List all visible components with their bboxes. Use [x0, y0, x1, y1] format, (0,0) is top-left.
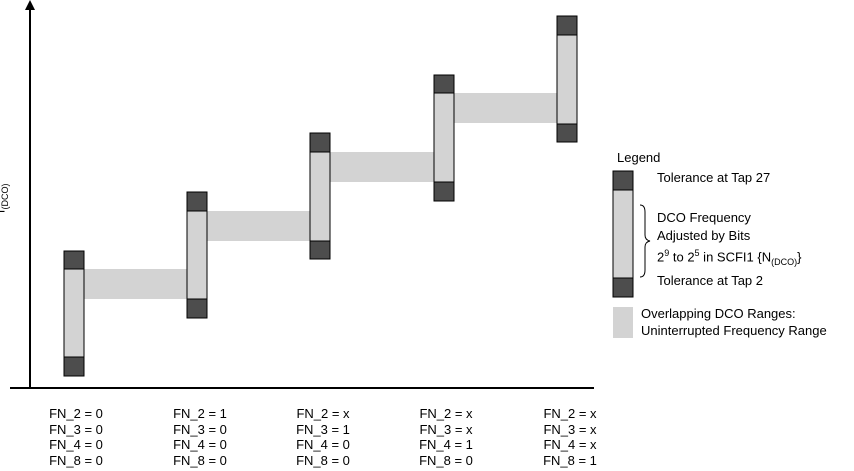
tap27-tolerance	[433, 74, 455, 94]
setting-line: FN_2 = 1	[173, 406, 227, 421]
legend-title: Legend	[617, 150, 661, 165]
axes	[10, 0, 594, 389]
dco-frequency-range	[63, 268, 85, 358]
setting-line: FN_2 = x	[543, 406, 597, 421]
legend-dco-swatch	[612, 189, 634, 279]
dco-close: }	[797, 249, 802, 265]
setting-line: FN_8 = 0	[49, 452, 103, 468]
dco-sub: (DCO)	[771, 256, 798, 267]
setting-line: FN_8 = 0	[173, 452, 227, 468]
y-axis-label-main: f	[0, 209, 8, 213]
setting-line: FN_4 = 0	[49, 437, 103, 452]
legend-dco-line1: DCO Frequency	[657, 210, 751, 225]
overlap-bands	[84, 93, 558, 299]
legend-tap27-swatch	[612, 170, 634, 191]
tap2-tolerance	[556, 123, 578, 143]
step-settings-2: FN_2 = 1 FN_3 = 0 FN_4 = 0 FN_8 = 0	[155, 406, 245, 468]
legend-overlap-swatch	[613, 307, 633, 338]
overlap-band-3	[330, 152, 434, 182]
dco-bar-3	[309, 132, 331, 260]
setting-line: FN_2 = x	[419, 406, 473, 421]
setting-line: FN_3 = 0	[49, 421, 103, 437]
step-settings-3: FN_2 = x FN_3 = 1 FN_4 = 0 FN_8 = 0	[278, 406, 368, 468]
legend-tap2-label: Tolerance at Tap 2	[657, 273, 763, 288]
dco-frequency-range	[309, 151, 331, 242]
setting-line: FN_4 = 1	[419, 437, 473, 452]
tap2-tolerance	[63, 356, 85, 377]
legend-overlap-line1: Overlapping DCO Ranges:	[641, 306, 796, 321]
setting-line: FN_4 = x	[543, 437, 597, 452]
dco-base-1: 2	[657, 249, 665, 265]
tap27-tolerance	[63, 250, 85, 270]
legend-dco-line2: Adjusted by Bits	[657, 228, 751, 243]
dco-post: in SCFI1 {N	[699, 249, 772, 265]
setting-line: FN_8 = 1	[543, 452, 597, 468]
y-axis-label-sub: (DCO)	[0, 183, 11, 210]
setting-line: FN_3 = 0	[173, 421, 227, 437]
tap27-tolerance	[309, 132, 331, 153]
legend-brace	[639, 204, 651, 278]
legend-tap2-swatch	[612, 277, 634, 298]
dco-frequency-range	[186, 210, 208, 300]
step-settings-5: FN_2 = x FN_3 = x FN_4 = x FN_8 = 1	[525, 406, 615, 468]
overlap-band-1	[84, 269, 188, 299]
setting-line: FN_8 = 0	[419, 452, 473, 468]
dco-bar-2	[186, 191, 208, 319]
legend-overlap-line2: Uninterrupted Frequency Range	[641, 323, 827, 338]
overlap-band-4	[454, 93, 558, 123]
tap27-tolerance	[186, 191, 208, 212]
overlap-band-2	[207, 211, 311, 241]
setting-line: FN_8 = 0	[296, 452, 350, 468]
dco-bar-1	[63, 250, 85, 377]
setting-line: FN_2 = x	[296, 406, 350, 421]
setting-line: FN_3 = 1	[296, 421, 350, 437]
y-axis-label: f(DCO)	[0, 183, 13, 213]
dco-frequency-range	[433, 92, 455, 183]
legend-tap27-label: Tolerance at Tap 27	[657, 170, 771, 185]
tap2-tolerance	[309, 240, 331, 260]
tap2-tolerance	[186, 298, 208, 319]
setting-line: FN_4 = 0	[173, 437, 227, 452]
tap27-tolerance	[556, 15, 578, 36]
setting-line: FN_2 = 0	[49, 406, 103, 421]
legend-swatches	[612, 170, 651, 338]
dco-bar-5	[556, 15, 578, 143]
legend-dco-line3: 29 to 25 in SCFI1 {N(DCO)}	[657, 246, 801, 270]
dco-exp-1: 9	[664, 248, 670, 258]
setting-line: FN_4 = 0	[296, 437, 350, 452]
dco-exp-2: 5	[694, 248, 700, 258]
y-axis-arrow	[25, 0, 35, 10]
dco-frequency-range	[556, 34, 578, 125]
setting-line: FN_3 = x	[543, 421, 597, 437]
step-settings-4: FN_2 = x FN_3 = x FN_4 = 1 FN_8 = 0	[401, 406, 491, 468]
setting-line: FN_3 = x	[419, 421, 473, 437]
dco-bar-4	[433, 74, 455, 202]
step-settings-1: FN_2 = 0 FN_3 = 0 FN_4 = 0 FN_8 = 0	[31, 406, 121, 468]
dco-mid: to 2	[669, 249, 695, 265]
tap2-tolerance	[433, 181, 455, 202]
